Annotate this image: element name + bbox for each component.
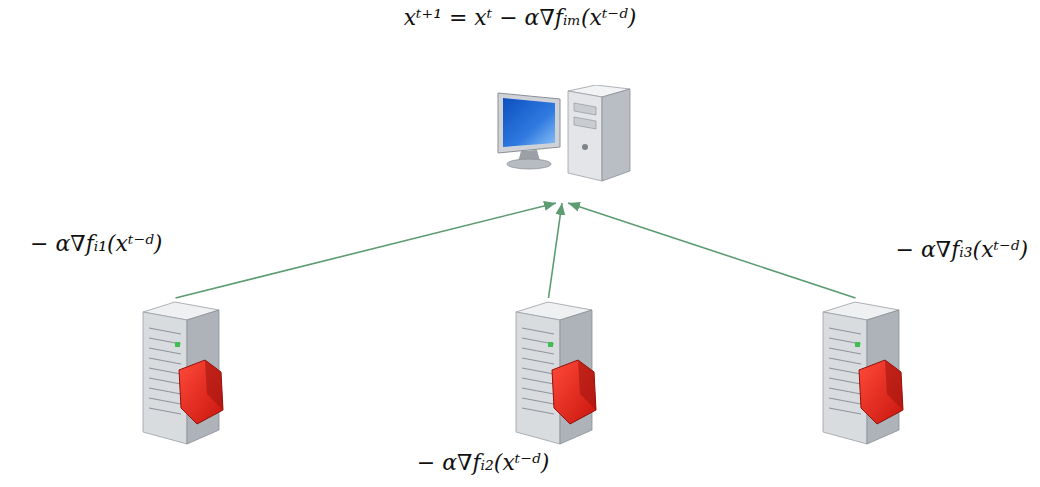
computer-icon [490,85,640,203]
worker-server: − α∇fᵢ₁(xᵗ⁻ᵈ) [135,298,225,448]
red-facet [205,360,223,410]
gradient-arrow [549,203,563,298]
status-light [175,342,180,347]
worker-server: − α∇fᵢ₃(xᵗ⁻ᵈ) [815,298,905,448]
formula-label: xᵗ⁺¹ = xᵗ − α∇fᵢₘ(xᵗ⁻ᵈ) [402,4,639,32]
gradient-arrow [568,203,856,298]
formula-label: − α∇fᵢ₂(xᵗ⁻ᵈ) [415,449,551,477]
status-light [855,342,860,347]
monitor-base [507,159,551,169]
formula-label: − α∇fᵢ₃(xᵗ⁻ᵈ) [894,236,1030,264]
rack-slots [829,328,861,414]
gradient-arrow [176,203,557,298]
red-block [859,360,903,424]
red-facet [885,360,903,410]
red-block [179,360,223,424]
tower-front [568,91,602,181]
monitor-screen [503,98,555,147]
monitor-frame [498,93,560,153]
formula-label: − α∇fᵢ₁(xᵗ⁻ᵈ) [28,230,164,258]
server-icon [135,298,225,448]
power-button [582,144,588,150]
red-block [552,360,596,424]
red-facet [578,360,596,410]
server-icon [508,298,598,448]
server-icon [815,298,905,448]
drive-bay [574,117,596,129]
worker-server: − α∇fᵢ₂(xᵗ⁻ᵈ) [508,298,598,448]
rack-slots [149,328,181,414]
status-light [548,342,553,347]
master-computer: xᵗ⁺¹ = xᵗ − α∇fᵢₘ(xᵗ⁻ᵈ) [490,85,640,203]
drive-bay [574,103,596,115]
tower-side [602,89,630,181]
rack-slots [522,328,554,414]
